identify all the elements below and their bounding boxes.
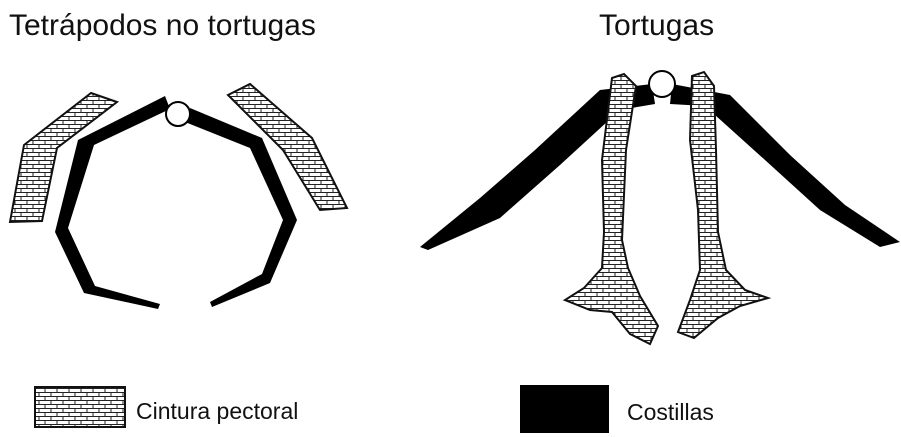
- girdle-right-scapula: [228, 84, 347, 210]
- turtle-cross-section: [420, 71, 900, 344]
- legend-swatch-girdle: [35, 387, 125, 427]
- legend-label-pectoral-girdle: Cintura pectoral: [136, 397, 298, 425]
- vertebra-turtle: [649, 71, 675, 97]
- vertebra-left: [166, 102, 190, 126]
- legend-label-ribs: Costillas: [627, 398, 714, 426]
- non-turtle-tetrapod-cross-section: [10, 84, 347, 309]
- legend-swatch-ribs: [520, 385, 609, 433]
